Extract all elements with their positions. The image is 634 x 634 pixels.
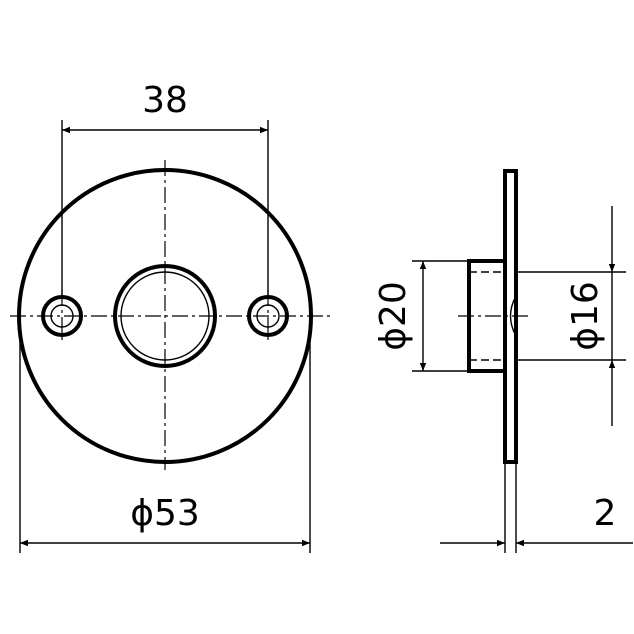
side-view: ϕ20 ϕ16 2 bbox=[373, 169, 633, 553]
front-view: 38 ϕ53 bbox=[10, 80, 330, 553]
dim-bore-diameter: ϕ16 bbox=[565, 281, 606, 351]
dim-plate-thickness: 2 bbox=[594, 493, 617, 534]
dim-hole-spacing: 38 bbox=[142, 80, 188, 121]
dim-boss-diameter: ϕ20 bbox=[373, 281, 414, 351]
dim-outer-diameter: ϕ53 bbox=[130, 493, 200, 534]
